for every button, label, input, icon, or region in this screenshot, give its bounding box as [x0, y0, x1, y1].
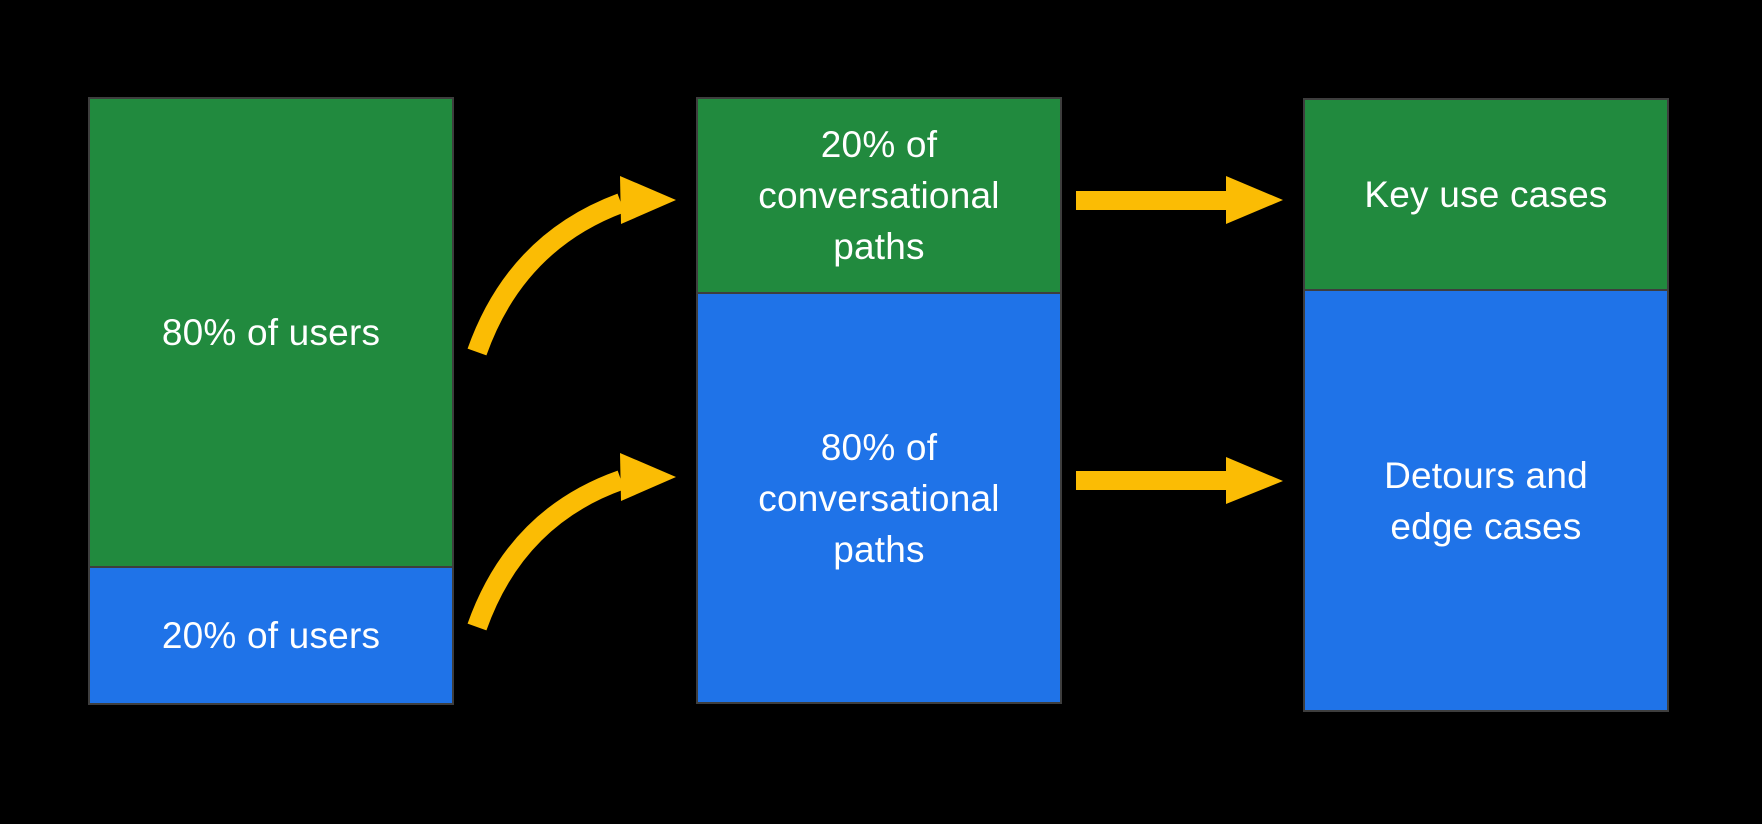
key-use-cases-segment: Key use cases	[1305, 100, 1667, 291]
straight-arrow-paths20-to-keyusecases-icon	[1076, 176, 1283, 224]
detours-edge-cases-label: Detours and edge cases	[1384, 454, 1588, 547]
users-20-label: 20% of users	[161, 615, 381, 656]
detours-edge-cases-segment: Detours and edge cases	[1305, 291, 1667, 710]
paths-80-label: 80% of conversational paths	[758, 426, 1000, 570]
straight-arrow-paths80-to-detours-icon	[1076, 457, 1283, 504]
paths-20-label: 20% of conversational paths	[758, 124, 1000, 267]
curved-arrow-users20-to-paths80-icon	[467, 453, 676, 631]
curved-arrow-users80-to-paths20-icon	[467, 176, 676, 356]
conversational-paths-column: 20% of conversational paths 80% of conve…	[696, 97, 1062, 704]
users-20-segment: 20% of users	[90, 568, 452, 703]
users-80-label: 80% of users	[161, 312, 381, 353]
users-80-segment: 80% of users	[90, 99, 452, 568]
outcomes-column: Key use cases Detours and edge cases	[1303, 98, 1669, 712]
paths-80-segment: 80% of conversational paths	[698, 294, 1060, 702]
users-column: 80% of users 20% of users	[88, 97, 454, 705]
paths-20-segment: 20% of conversational paths	[698, 99, 1060, 294]
key-use-cases-label: Key use cases	[1364, 174, 1608, 215]
